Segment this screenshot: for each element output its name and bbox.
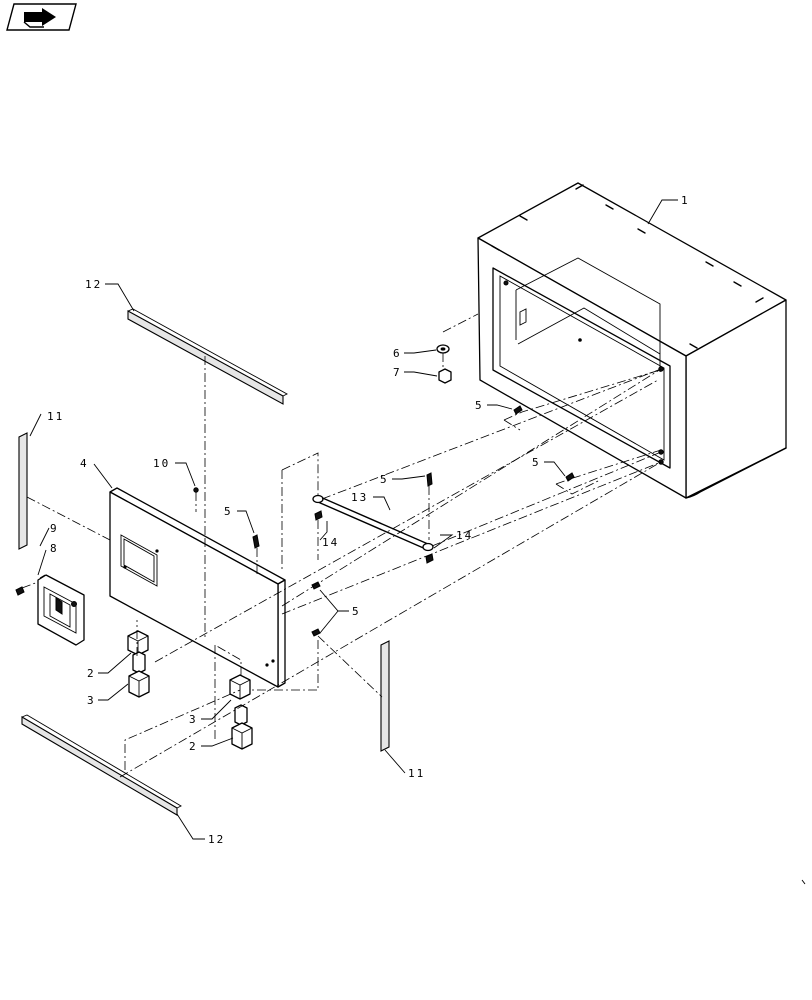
callout-5: 5: [532, 456, 541, 469]
screw-5-pair: [311, 581, 321, 637]
callout-13: 13: [351, 491, 368, 504]
hinge-bushing-left: [127, 630, 149, 656]
callout-3: 3: [189, 713, 198, 726]
screw-5-door: [252, 534, 260, 549]
callout-12: 12: [85, 278, 102, 291]
screw-10: [193, 487, 199, 493]
seal-strip-top: [127, 308, 288, 405]
next-page-arrow-icon[interactable]: [6, 3, 77, 31]
callout-4: 4: [80, 457, 89, 470]
screw-5-box-a: [513, 405, 523, 415]
callout-11: 11: [47, 410, 64, 423]
callout-3: 3: [87, 694, 96, 707]
screw-5-strap-top: [426, 472, 433, 487]
seal-strip-left: [18, 432, 28, 550]
callout-14: 14: [322, 536, 339, 549]
latch-assembly: [37, 574, 85, 646]
seal-strip-right: [380, 640, 390, 752]
callout-8: 8: [50, 542, 59, 555]
callout-7: 7: [393, 366, 402, 379]
callout-2: 2: [87, 667, 96, 680]
callout-10: 10: [153, 457, 170, 470]
latch-screw: [15, 586, 25, 596]
hinge-bushing-right: [229, 674, 251, 700]
washer-6: [436, 344, 450, 354]
bolt-7: [438, 368, 452, 384]
door-panel: [109, 487, 286, 688]
corner-mark: [801, 879, 806, 885]
seal-strip-bottom: [21, 714, 182, 816]
callout-5: 5: [475, 399, 484, 412]
nut-14-right: [425, 553, 434, 564]
callout-14: 14: [456, 529, 473, 542]
assembly-phantom-lines: [21, 313, 662, 778]
callout-12: 12: [208, 833, 225, 846]
hinge-pin-right: [231, 704, 253, 750]
nut-14-left: [314, 510, 323, 521]
callout-2: 2: [189, 740, 198, 753]
callout-leader-lines: [29, 199, 678, 840]
callout-1: 1: [681, 194, 690, 207]
screw-5-box-b: [565, 472, 575, 482]
callout-5: 5: [224, 505, 233, 518]
callout-labels: 1 2 2 3 3 4 5 5 5 5 5 6 7 8 9 10 11 11 1…: [47, 194, 690, 846]
callout-5: 5: [352, 605, 361, 618]
callout-6: 6: [393, 347, 402, 360]
callout-11: 11: [408, 767, 425, 780]
enclosure-box: [477, 182, 787, 499]
callout-9: 9: [50, 522, 59, 535]
door-check-strap: [312, 494, 434, 552]
callout-5: 5: [380, 473, 389, 486]
hinge-pin-left: [128, 651, 150, 698]
